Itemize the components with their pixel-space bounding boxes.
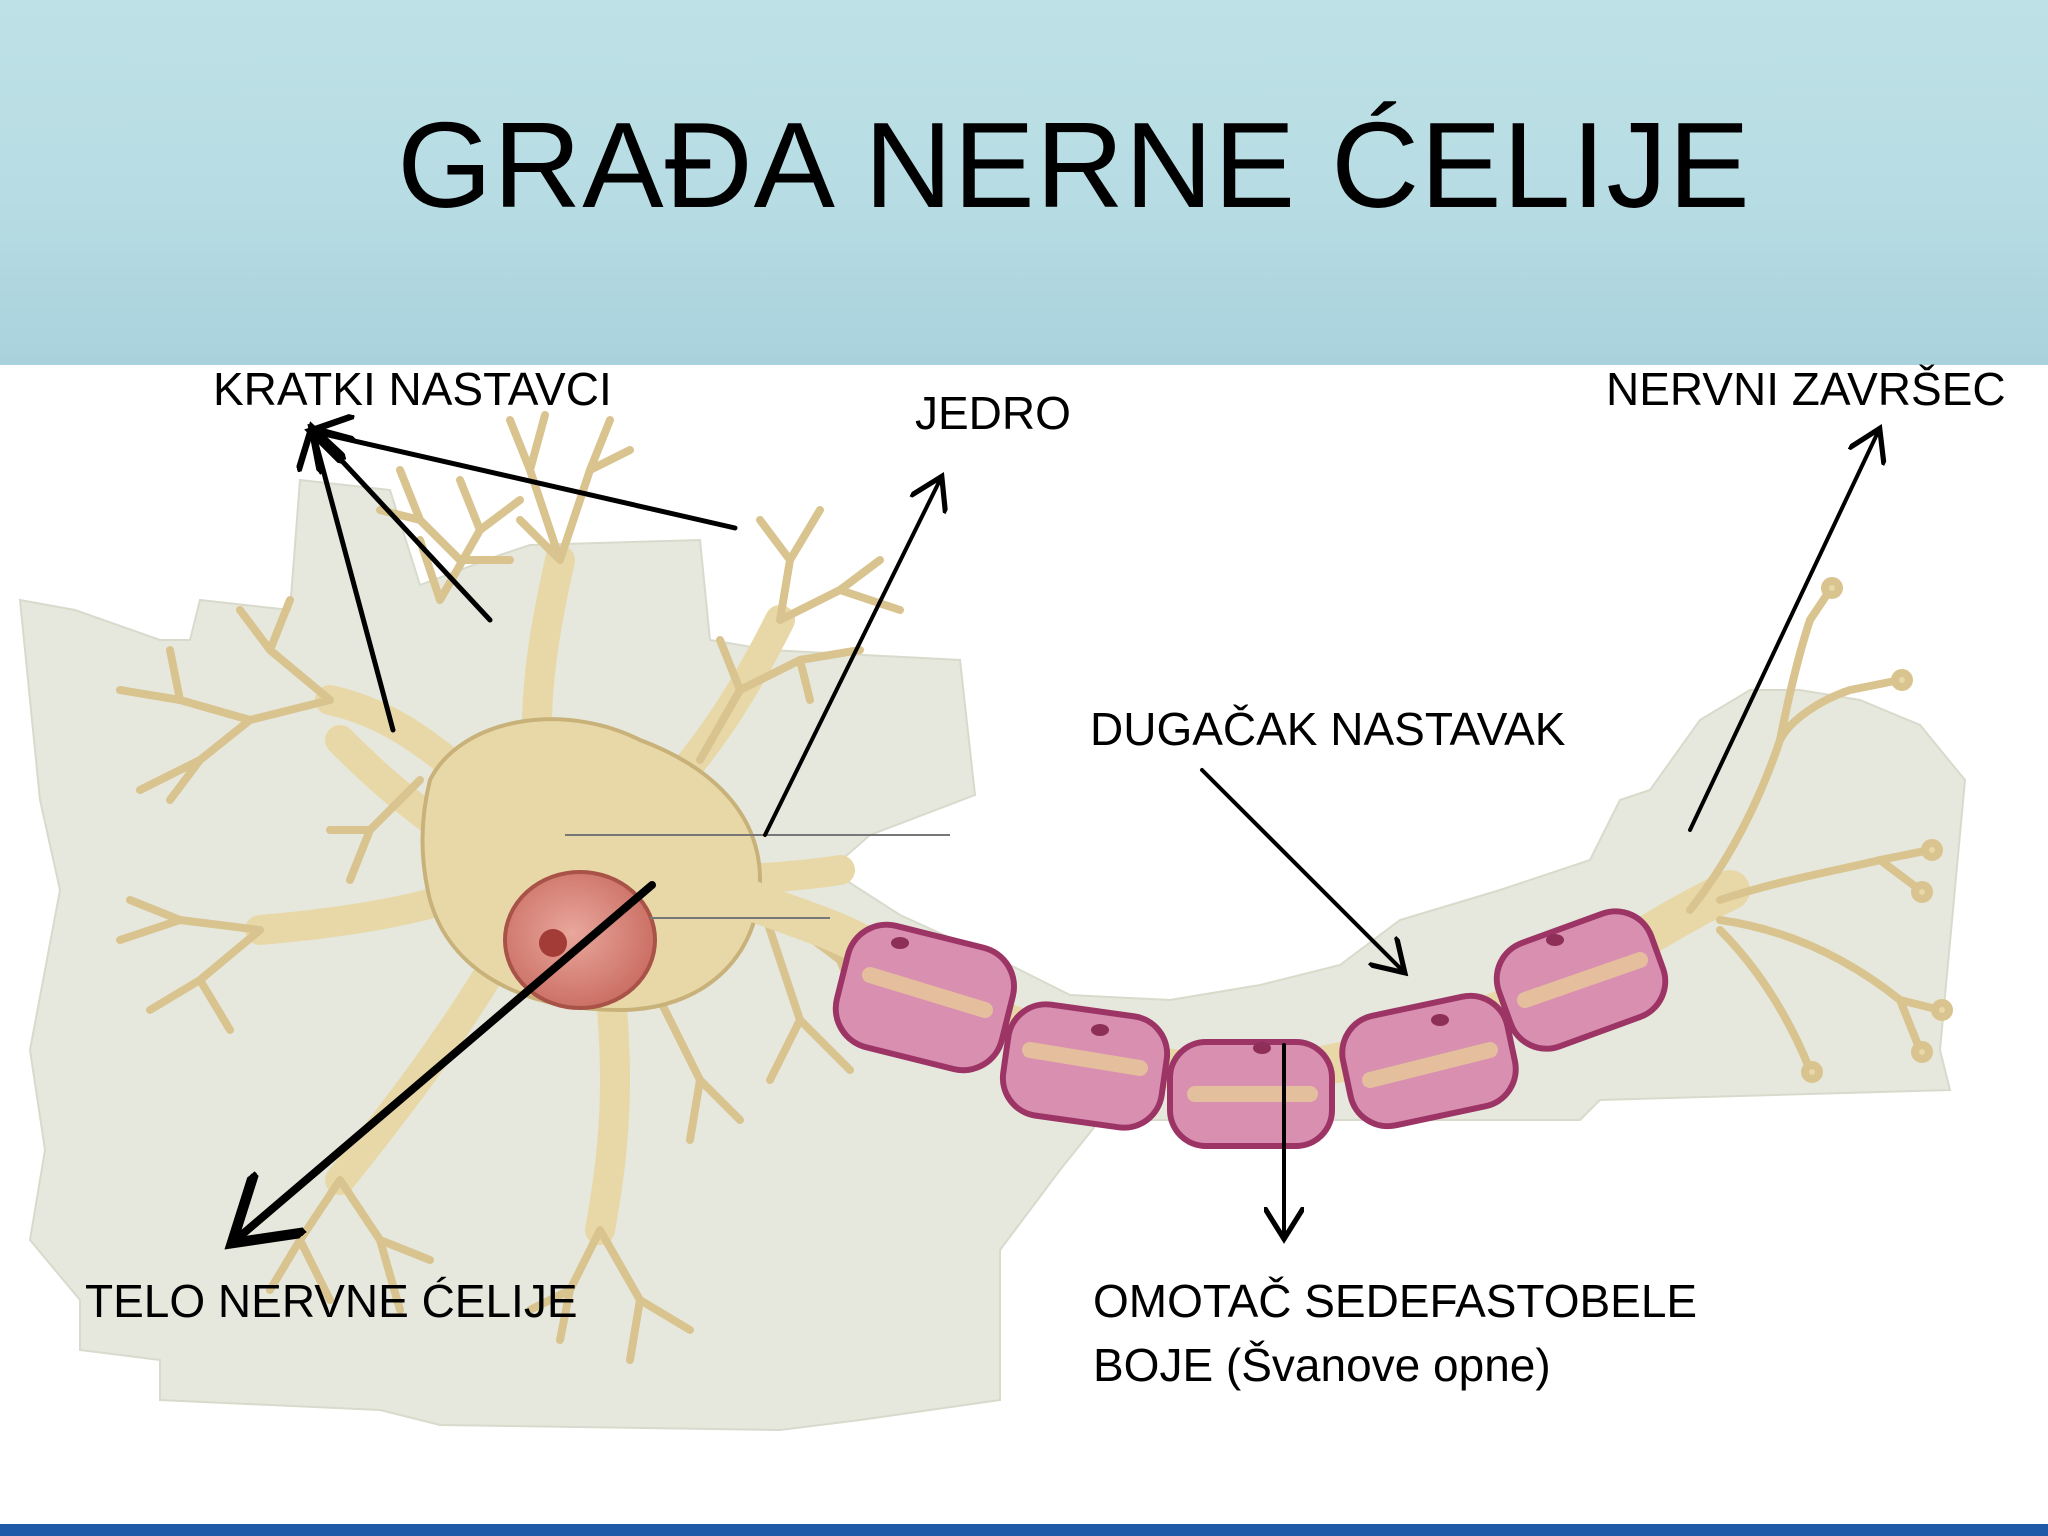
label-omotac-line2: BOJE (Švanove opne)	[1093, 1339, 1551, 1391]
label-dugacak-nastavak: DUGAČAK NASTAVAK	[1090, 703, 1566, 755]
label-telo-nervne-celije: TELO NERVNE ĆELIJE	[85, 1275, 578, 1327]
label-jedro: JEDRO	[915, 387, 1071, 439]
arrow-kratki-1	[315, 432, 738, 531]
arrow-telo	[238, 881, 656, 1238]
arrow-dugacak	[1200, 768, 1402, 970]
label-omotac-line1: OMOTAČ SEDEFASTOBELE	[1093, 1275, 1698, 1327]
label-nervni-zavrsec: NERVNI ZAVRŠEC	[1606, 363, 2006, 415]
title-banner	[0, 0, 2048, 365]
myelin-sheath	[832, 908, 1669, 1149]
arrow-nervni	[1688, 432, 1878, 832]
background-patch	[18, 478, 1967, 1432]
nucleolus	[539, 929, 567, 957]
page-title: GRAĐA NERNE ĆELIJE	[397, 97, 1751, 233]
bottom-accent-bar	[0, 1524, 2048, 1536]
arrow-kratki-3	[313, 432, 396, 733]
arrow-jedro	[763, 480, 940, 837]
label-kratki-nastavci: KRATKI NASTAVCI	[213, 363, 612, 415]
label-arrows	[238, 432, 1878, 1238]
axon-terminals	[1686, 577, 1953, 1083]
